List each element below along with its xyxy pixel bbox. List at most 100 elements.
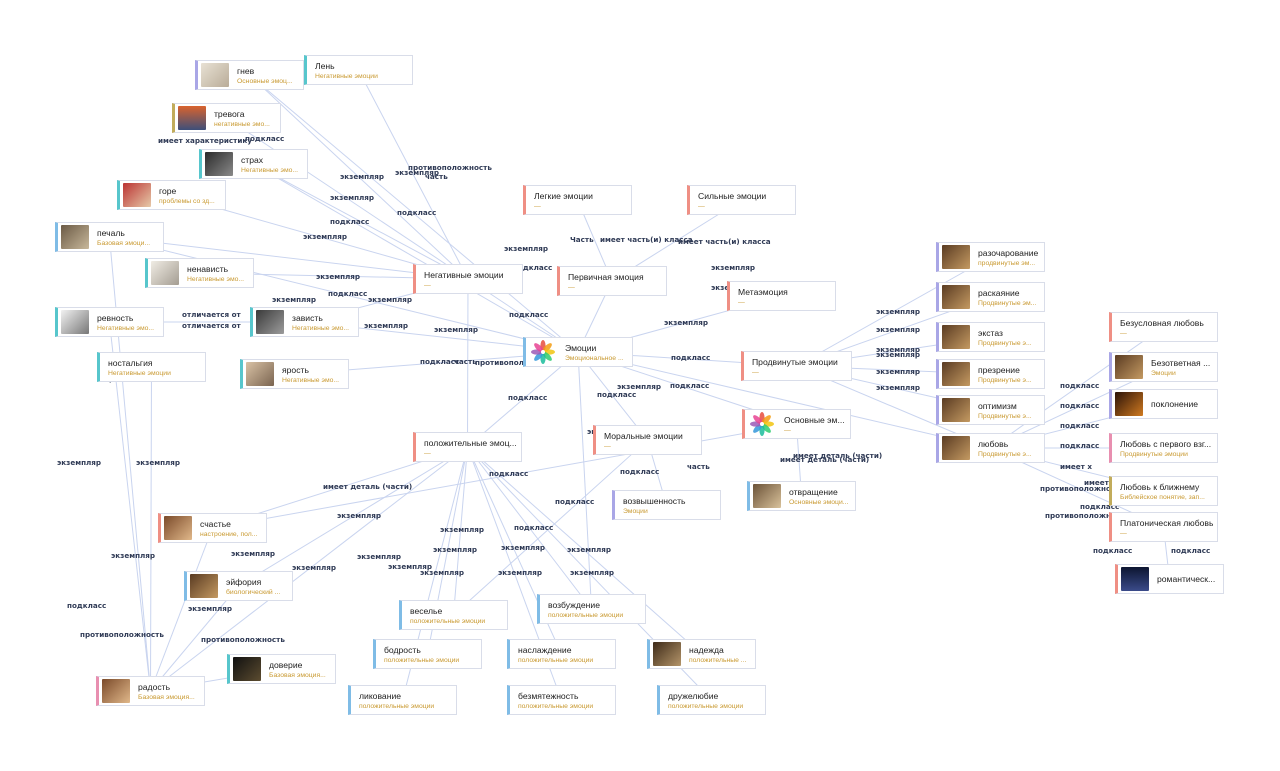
- edge-label: подкласс: [514, 523, 553, 532]
- edge-label: экземпляр: [876, 350, 920, 359]
- node-subtitle: негативные эмо...: [214, 120, 270, 128]
- node-strong[interactable]: Сильные эмоции—: [687, 185, 796, 215]
- node-subtitle: положительные эмоции: [518, 702, 594, 710]
- edge-label: подкласс: [489, 469, 528, 478]
- edge-label: подкласс: [670, 381, 709, 390]
- node-text: Легкие эмоции—: [526, 191, 593, 210]
- node-subtitle: Негативные эмо...: [282, 376, 340, 384]
- edge-label: экземпляр: [420, 568, 464, 577]
- node-subtitle: Основные эмоц...: [237, 77, 293, 85]
- node-text: Метаэмоция—: [730, 287, 788, 306]
- edge-label: Часть: [570, 235, 594, 244]
- node-subtitle: Негативные эмо...: [241, 166, 299, 174]
- edge-label: экземпляр: [876, 307, 920, 316]
- edge-label: экземпляр: [617, 382, 661, 391]
- edge-revnost-radost: [109, 321, 153, 692]
- node-advanced[interactable]: Продвинутые эмоции—: [741, 351, 852, 381]
- node-subtitle: —: [534, 202, 541, 210]
- node-title: наслаждение: [518, 644, 572, 655]
- edge-label: подкласс: [1060, 441, 1099, 450]
- edge-label: подкласс: [597, 390, 636, 399]
- edge-label: подкласс: [328, 289, 367, 298]
- edge-bezusl-lyubov: [989, 326, 1164, 449]
- edge-vozbuzh-positive: [466, 446, 592, 610]
- node-subtitle: Эмоции: [623, 507, 648, 515]
- edge-label: экземпляр: [876, 345, 920, 354]
- edge-label: экземпляр: [136, 458, 180, 467]
- edge-pechal-negative: [109, 236, 469, 281]
- node-meta[interactable]: Метаэмоция—: [727, 281, 836, 311]
- edge-label: имеет деталь (части): [323, 482, 412, 491]
- node-positive[interactable]: положительные эмоц...—: [413, 432, 522, 462]
- node-title: счастье: [200, 518, 231, 529]
- node-romant[interactable]: романтическ...: [1115, 564, 1224, 594]
- node-title: любовь: [978, 438, 1009, 449]
- node-text: Безответная ...Эмоции: [1143, 358, 1210, 377]
- edge-label: экземпляр: [433, 545, 477, 554]
- node-title: бодрость: [384, 644, 421, 655]
- node-title: страх: [241, 154, 264, 165]
- node-title: романтическ...: [1157, 574, 1216, 584]
- node-bezusl[interactable]: Безусловная любовь—: [1109, 312, 1218, 342]
- node-subtitle: положительные эмоции: [359, 702, 435, 710]
- node-platon[interactable]: Платоническая любовь—: [1109, 512, 1218, 542]
- thumbnail-image: [205, 152, 233, 176]
- edge-pechal-emotions: [109, 236, 579, 354]
- node-title: презрение: [978, 364, 1020, 375]
- node-title: оптимизм: [978, 400, 1017, 411]
- node-title: Негативные эмоции: [424, 269, 504, 280]
- node-bezotvet[interactable]: Безответная ...Эмоции: [1109, 352, 1218, 382]
- thumbnail-image: [102, 679, 130, 703]
- node-moral[interactable]: Моральные эмоции—: [593, 425, 702, 455]
- node-negative[interactable]: Негативные эмоции—: [413, 264, 523, 294]
- node-pervvzg[interactable]: Любовь с первого взг...Продвинутые эмоци…: [1109, 433, 1218, 463]
- node-basic[interactable]: Основные эм...—: [742, 409, 851, 439]
- node-title: возбуждение: [548, 599, 600, 610]
- node-light[interactable]: Легкие эмоции—: [523, 185, 632, 215]
- node-poklon[interactable]: поклонение: [1109, 389, 1218, 419]
- node-primary[interactable]: Первичная эмоция—: [557, 266, 667, 296]
- node-title: эйфория: [226, 576, 262, 587]
- node-subtitle: положительные эмоции: [518, 656, 594, 664]
